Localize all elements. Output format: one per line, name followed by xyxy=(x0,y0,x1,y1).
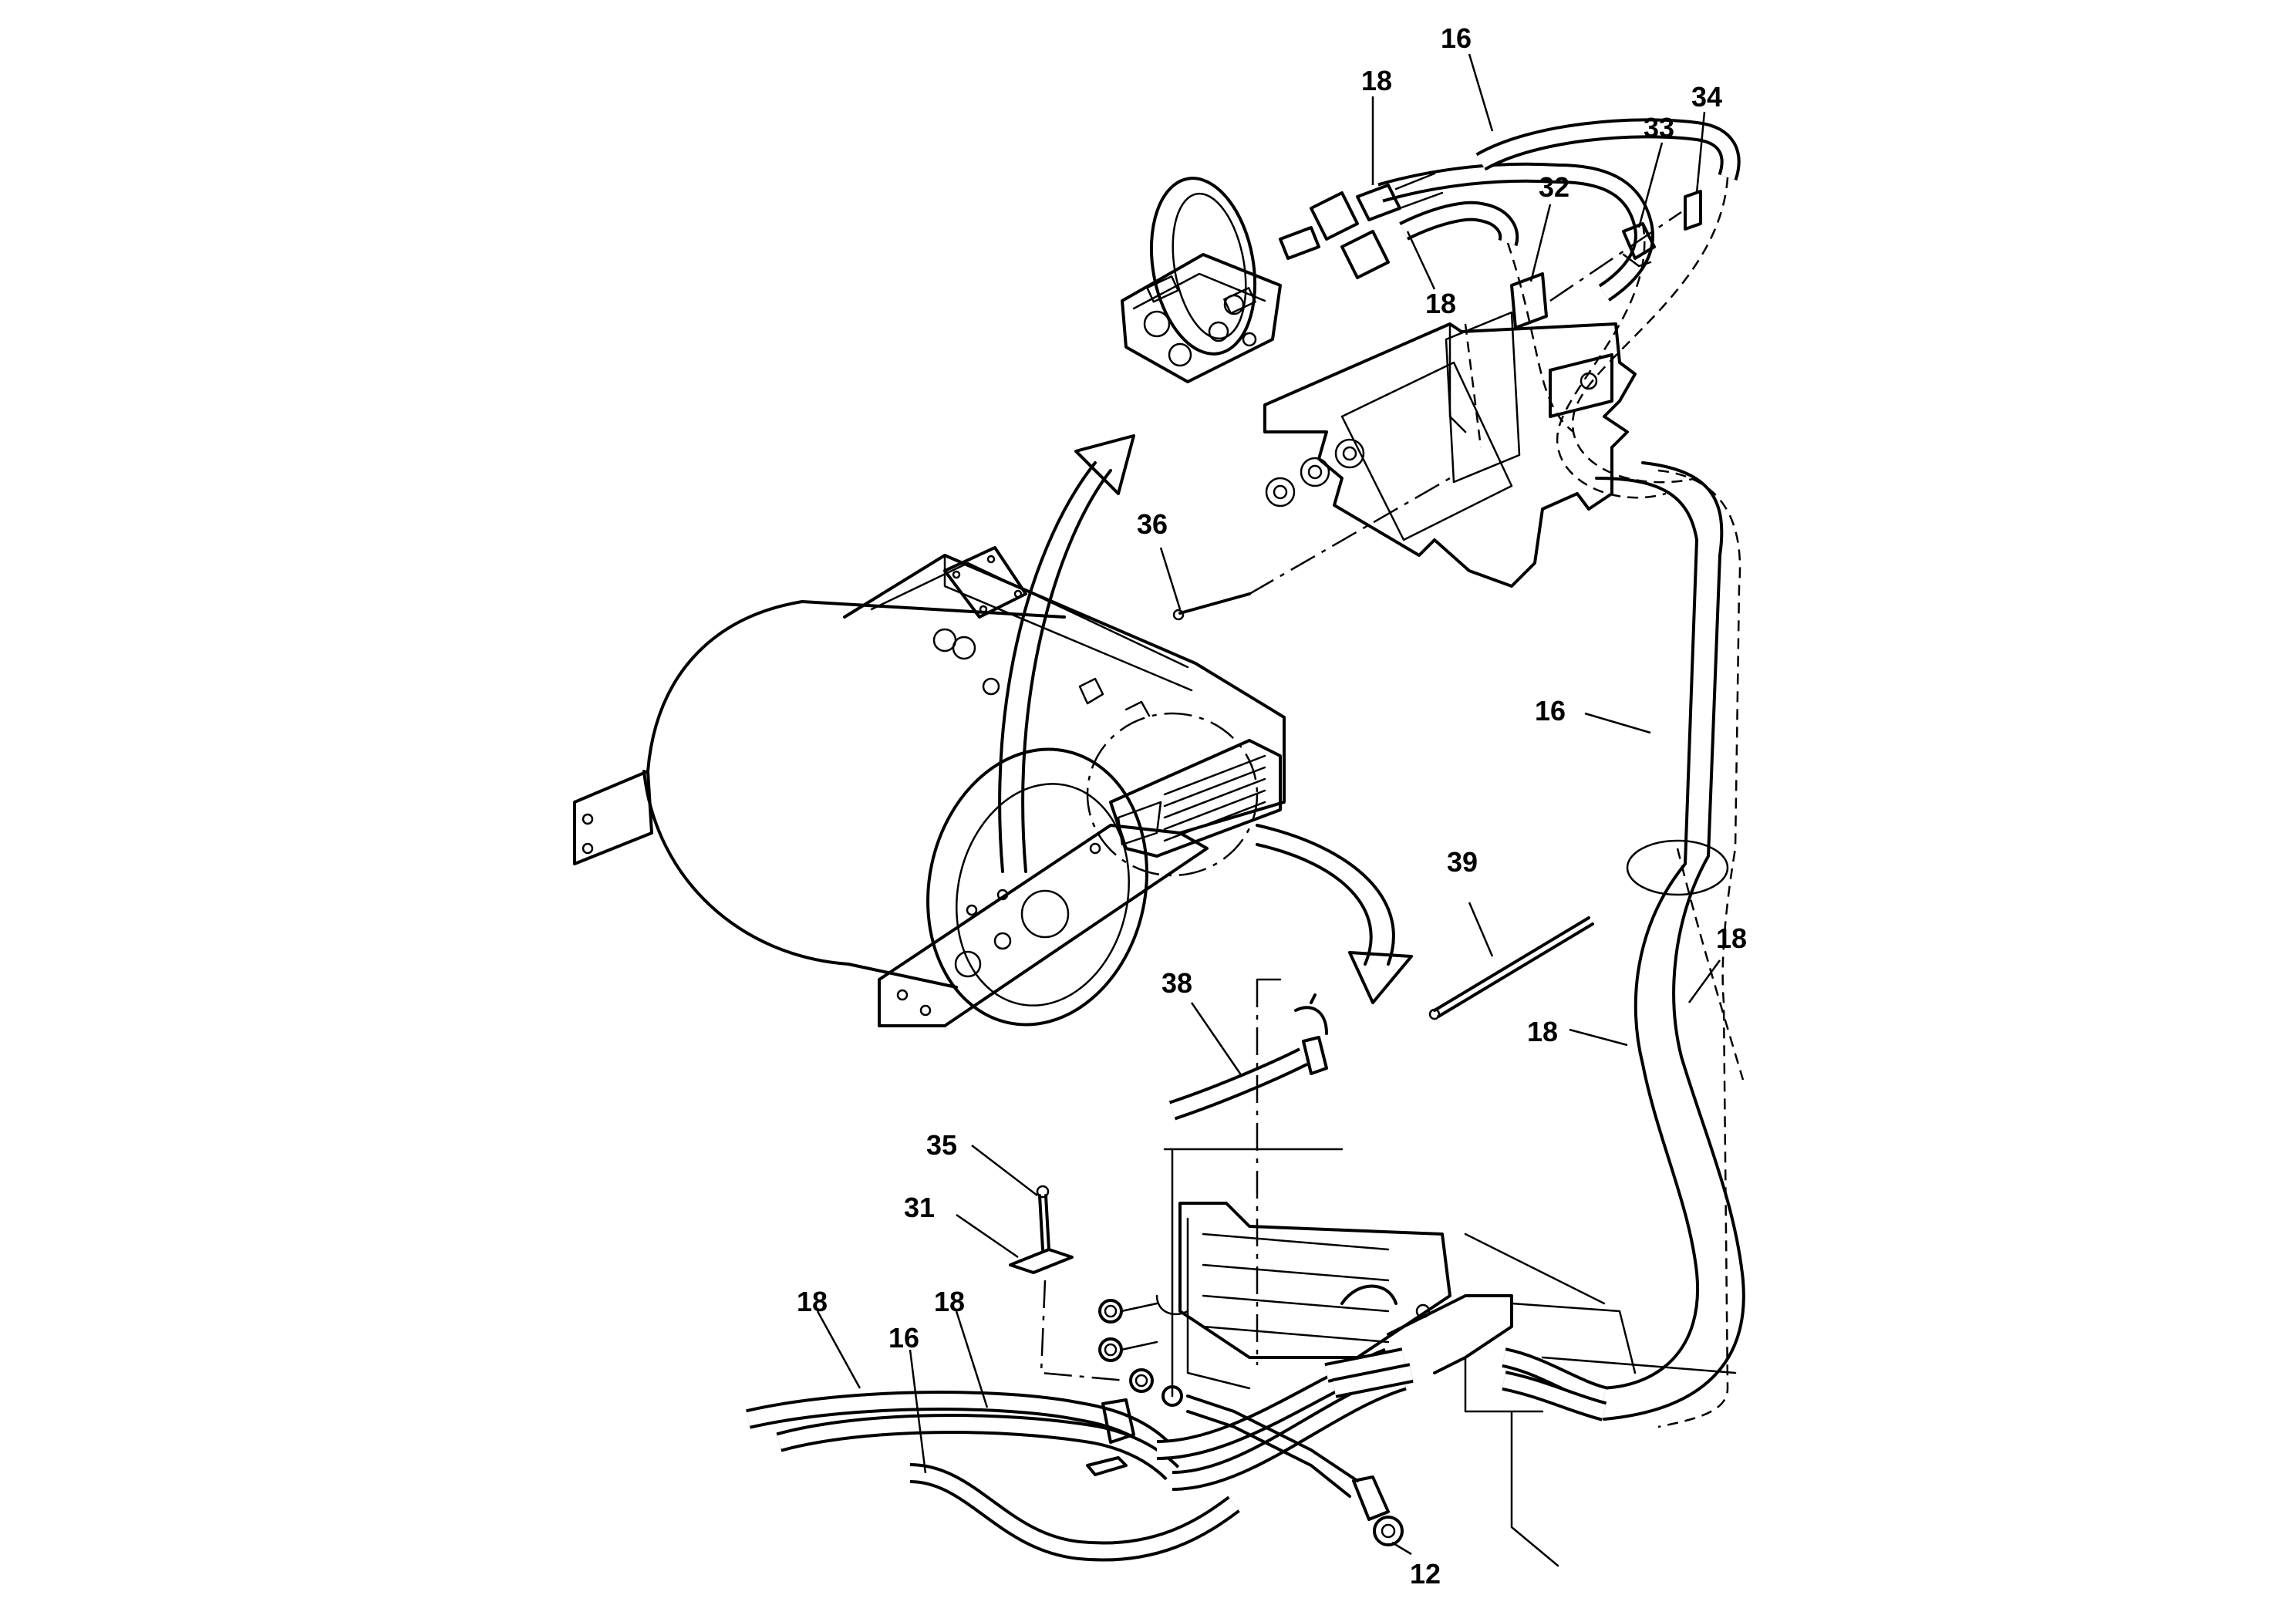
callout-18-top: 18 xyxy=(1361,65,1392,96)
callout-35: 35 xyxy=(926,1129,957,1161)
drum-assembly xyxy=(573,546,1286,1027)
callout-16-bottom-left: 16 xyxy=(888,1322,919,1354)
callout-34: 34 xyxy=(1691,81,1722,113)
clamps-32-33-34 xyxy=(1510,190,1702,329)
top-frame xyxy=(1263,311,1637,588)
callout-32: 32 xyxy=(1539,171,1569,203)
detail-arrows xyxy=(998,434,1413,1004)
callout-18-right-a: 18 xyxy=(1716,922,1747,954)
hydraulic-motor xyxy=(1121,177,1282,383)
callout-39: 39 xyxy=(1447,846,1478,878)
callout-18-bottom-left-a: 18 xyxy=(797,1286,828,1317)
bottom-hoses xyxy=(746,1347,1607,1562)
callouts: 16 18 18 33 34 32 36 16 39 18 18 38 35 3… xyxy=(797,22,1747,1590)
callout-31: 31 xyxy=(904,1192,935,1223)
leader-lines xyxy=(816,53,1721,1556)
cable-tie-39 xyxy=(1428,916,1594,1020)
callout-33: 33 xyxy=(1644,112,1674,143)
callout-12: 12 xyxy=(1410,1558,1441,1590)
top-hoses xyxy=(1279,118,1741,499)
callout-18-mid: 18 xyxy=(1425,288,1456,319)
callout-16-top: 16 xyxy=(1441,22,1472,54)
callout-38: 38 xyxy=(1161,967,1192,999)
bottom-cooler xyxy=(1098,1148,1737,1567)
callout-18-bottom-left-b: 18 xyxy=(934,1286,965,1317)
hose-38 xyxy=(1168,978,1328,1365)
bolt-36 xyxy=(1172,477,1451,621)
main-hose-bundle xyxy=(1595,461,1745,1428)
callout-18-right-b: 18 xyxy=(1527,1016,1558,1047)
bolt-35-plate-31 xyxy=(1009,1185,1135,1476)
callout-36: 36 xyxy=(1137,508,1168,540)
callout-16-right: 16 xyxy=(1535,695,1566,727)
